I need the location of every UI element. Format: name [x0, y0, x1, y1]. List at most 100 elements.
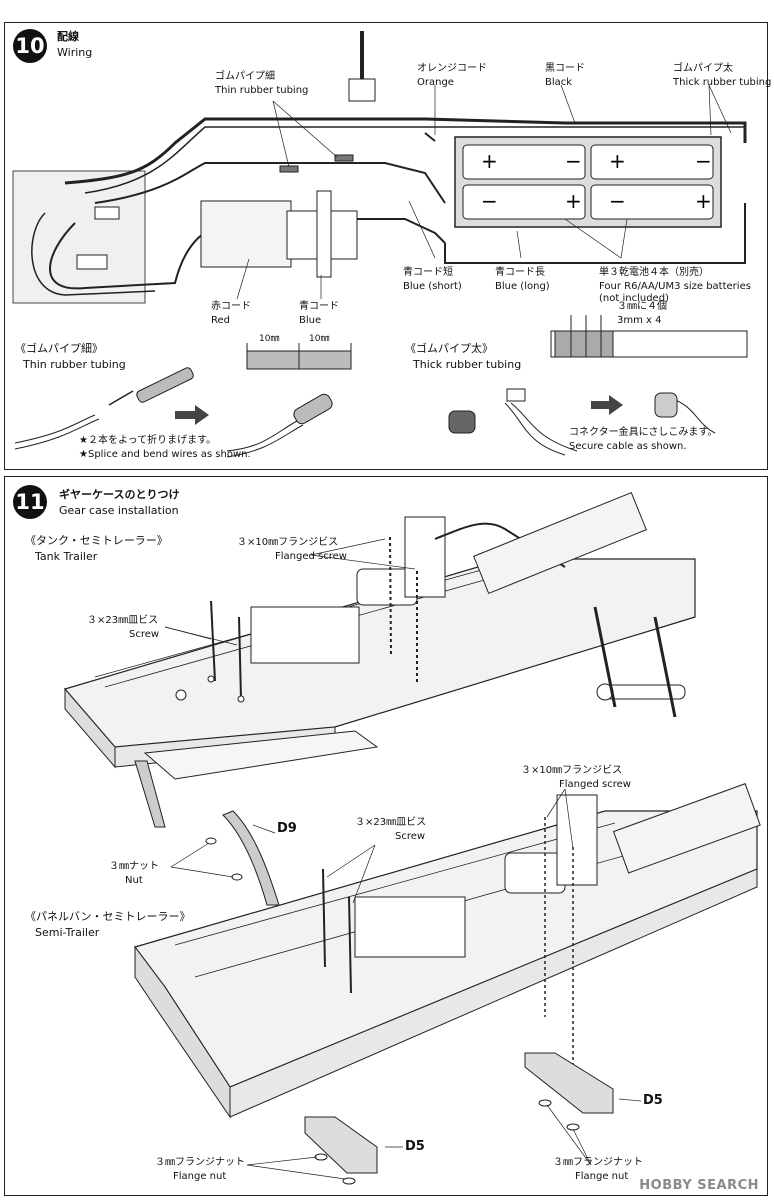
svg-text:−: − — [565, 149, 582, 173]
battery-holder — [612, 783, 761, 874]
part-d5-label: D5 — [405, 1139, 425, 1154]
label-batteries-jp: 単３乾電池４本（別売） — [599, 267, 709, 278]
label-thin-tube-en: Thin rubber tubing — [215, 85, 309, 96]
battery — [590, 184, 714, 220]
leg-d5 — [524, 1052, 614, 1114]
label-orange-en: Orange — [417, 77, 454, 88]
label-red-en: Red — [211, 315, 230, 326]
step-title-en: Gear case installation — [59, 504, 179, 517]
splice-note-jp: ★２本をよって折りまげます。 — [79, 435, 217, 446]
flange-nut-icon — [538, 1099, 552, 1107]
step-number: 11 — [13, 485, 47, 519]
wiring-illustration: + − + − − + − + — [12, 31, 748, 458]
label-thick-tube-jp: ゴムパイプ太 — [673, 63, 733, 74]
label-thin-tube-jp: ゴムパイプ細 — [215, 71, 275, 82]
splice-note-en: ★Splice and bend wires as shown. — [79, 449, 251, 460]
secure-note-en: Secure cable as shown. — [569, 441, 687, 452]
flange-nut-icon — [566, 1123, 580, 1131]
label-blue-short-en: Blue (short) — [403, 281, 462, 292]
gearbox — [354, 896, 466, 958]
screw-icon — [389, 536, 392, 658]
secure-note-jp: コネクター金具にさしこみます。 — [569, 427, 718, 438]
step-title-en: Wiring — [57, 46, 93, 59]
flanged-screw-en: Flanged screw — [559, 779, 631, 790]
step-number: 10 — [13, 29, 47, 63]
part-d9-label: D9 — [277, 821, 297, 836]
blue-short-wire — [94, 162, 446, 204]
label-blue-jp: 青コード — [299, 301, 339, 312]
thick-tube-piece — [448, 410, 476, 434]
nut-icon — [205, 837, 217, 845]
semi-trailer-title-en: Semi-Trailer — [35, 926, 100, 939]
flange-nut-en: Flange nut — [575, 1171, 629, 1182]
tank-trailer-title-en: Tank Trailer — [35, 550, 98, 563]
thin-detail-title-jp: 《ゴムパイプ細》 — [15, 342, 103, 355]
connector — [654, 392, 678, 418]
thin-detail-title-en: Thin rubber tubing — [23, 358, 126, 371]
cut-four-jp: ３㎜に４個 — [617, 301, 667, 312]
semi-trailer-title-jp: 《パネルバン・セミトレーラー》 — [25, 910, 191, 923]
cut-length-a: 10㎜ — [259, 334, 280, 344]
flanged-screw-en: Flanged screw — [275, 551, 347, 562]
screw-en: Screw — [395, 831, 426, 842]
cut-four-en: 3mm x 4 — [617, 315, 662, 326]
leg-d5 — [304, 1116, 378, 1174]
black-wire — [64, 117, 747, 185]
screw-en: Screw — [129, 629, 160, 640]
label-blue-en: Blue — [299, 315, 322, 326]
label-batteries-note: (not included) — [599, 293, 669, 304]
flange-nut-en: Flange nut — [173, 1171, 227, 1182]
svg-text:+: + — [565, 189, 582, 213]
svg-text:+: + — [609, 149, 626, 173]
gear-case-illustration — [63, 491, 761, 1185]
flanged-screw-jp: ３×10㎜フランジビス — [237, 537, 339, 548]
flange-nut-jp: ３㎜フランジナット — [155, 1157, 245, 1168]
motor — [504, 852, 566, 894]
step-title-jp: ギヤーケースのとりつけ — [59, 488, 180, 501]
toggle-switch — [348, 78, 376, 102]
arrow-icon — [591, 395, 623, 415]
svg-text:−: − — [481, 189, 498, 213]
svg-text:+: + — [695, 189, 712, 213]
screw-icon — [348, 896, 352, 994]
nut-icon — [231, 873, 243, 881]
watermark: HOBBY SEARCH — [639, 1178, 759, 1193]
screw-icon — [210, 600, 216, 682]
nut-en: Nut — [125, 875, 143, 886]
label-black-en: Black — [545, 77, 573, 88]
screw-jp: ３×23㎜皿ビス — [87, 615, 159, 626]
step-10-panel: + − + − − + − + — [4, 22, 771, 470]
battery — [462, 144, 586, 180]
label-black-jp: 黒コード — [545, 63, 585, 74]
gearbox — [250, 606, 360, 664]
label-batteries-en: Four R6/AA/UM3 size batteries — [599, 281, 751, 292]
thick-detail-title-jp: 《ゴムパイプ太》 — [405, 342, 493, 355]
flanged-screw-jp: ３×10㎜フランジビス — [521, 765, 623, 776]
cut-length-b: 10㎜ — [309, 334, 330, 344]
nut-jp: ３㎜ナット — [109, 861, 159, 872]
step-11-panel: 11 ギヤーケースのとりつけ Gear case installation 《タ… — [4, 476, 768, 1196]
label-red-jp: 赤コード — [211, 301, 251, 312]
battery — [590, 144, 714, 180]
flange-nut-jp: ３㎜フランジナット — [553, 1157, 643, 1168]
svg-text:−: − — [695, 149, 712, 173]
svg-text:−: − — [609, 189, 626, 213]
battery-holder — [473, 491, 647, 595]
battery — [462, 184, 586, 220]
svg-text:+: + — [481, 149, 498, 173]
screw-icon — [238, 616, 242, 700]
gearbox — [200, 200, 292, 268]
screw-jp: ３×23㎜皿ビス — [355, 817, 427, 828]
label-orange-jp: オレンジコード — [417, 63, 487, 74]
step-title-jp: 配線 — [57, 30, 79, 43]
flange-nut-icon — [342, 1177, 356, 1185]
chassis-plate — [12, 170, 146, 304]
thick-detail-title-en: Thick rubber tubing — [413, 358, 522, 371]
orange-wire — [424, 132, 436, 142]
part-d5-label: D5 — [643, 1093, 663, 1108]
tank-trailer-title-jp: 《タンク・セミトレーラー》 — [25, 534, 168, 547]
label-blue-long-en: Blue (long) — [495, 281, 550, 292]
label-blue-short-jp: 青コード短 — [403, 267, 453, 278]
arrow-icon — [175, 405, 209, 425]
screw-icon — [322, 868, 326, 968]
